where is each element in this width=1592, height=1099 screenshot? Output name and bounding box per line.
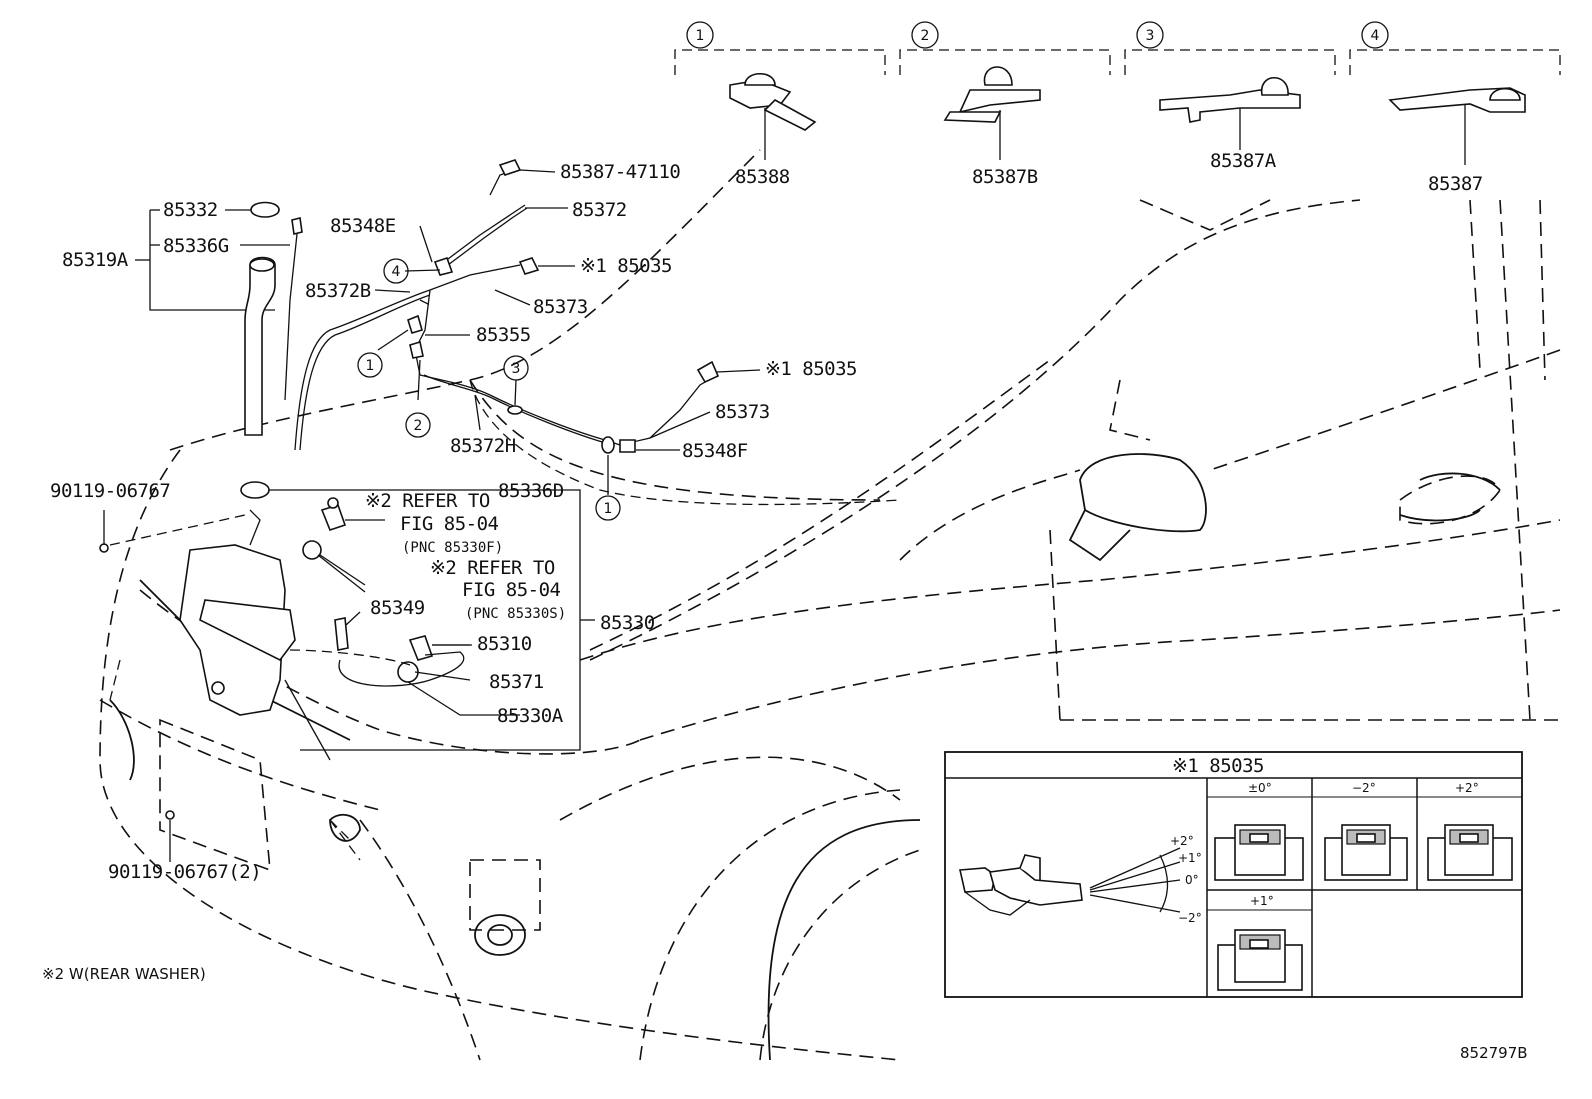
label-85310: 85310 (477, 633, 532, 655)
filler-neck-assembly (135, 201, 303, 436)
variant-1-label: 85388 (735, 166, 790, 188)
label-85336g: 85336G (163, 235, 229, 257)
label-85372h: 85372H (450, 435, 516, 457)
inset-cell-p1: +1° (1217, 894, 1303, 991)
refer-note-2-line1: ※2 REFER TO (430, 557, 555, 579)
cell-label-pm0: ±0° (1248, 781, 1272, 795)
label-85332: 85332 (163, 199, 218, 221)
variant-2-number: 2 (921, 28, 930, 44)
callouts: 85387-47110 85332 85336G 85319A 85348E 8… (42, 161, 1528, 1062)
cell-label-m2: −2° (1352, 781, 1376, 795)
variant-1: 1 85388 (686, 21, 817, 188)
inset-cell-m2: −2° (1324, 781, 1408, 881)
washer-pumps (284, 489, 595, 761)
label-85035-a: ※1 85035 (580, 255, 672, 277)
leader-lines (317, 169, 761, 646)
angle-plus2: +2° (1170, 834, 1194, 848)
inset-title: ※1 85035 (1172, 755, 1264, 777)
label-85319a: 85319A (62, 249, 129, 271)
inset-cell-p2: +2° (1427, 781, 1513, 881)
variant-3-label: 85387A (1210, 150, 1277, 172)
label-85349: 85349 (370, 597, 425, 619)
figure-id: 852797B (1460, 1044, 1528, 1062)
label-85348f: 85348F (682, 440, 748, 462)
variant-1-number: 1 (696, 28, 705, 44)
label-85373-b: 85373 (715, 401, 770, 423)
angle-zero: 0° (1185, 873, 1199, 887)
label-85372: 85372 (572, 199, 627, 221)
reservoir-tank (99, 481, 545, 862)
refer-note-2-line2: FIG 85-04 (462, 579, 561, 601)
circle-refs: 4 1 2 3 1 (357, 258, 621, 521)
label-85387-47110: 85387-47110 (560, 161, 680, 183)
side-mirror (1068, 453, 1501, 562)
refer-note-1-line1: ※2 REFER TO (365, 490, 490, 512)
label-85348e: 85348E (330, 215, 396, 237)
label-85372b: 85372B (305, 280, 371, 302)
variant-brackets (674, 49, 1561, 75)
ref-circle-3: 3 (512, 361, 521, 377)
ref-circle-2: 2 (414, 418, 423, 434)
refer-note-1-line2: FIG 85-04 (400, 513, 499, 535)
angle-plus1: +1° (1178, 851, 1202, 865)
cell-label-p1: +1° (1250, 894, 1274, 908)
nozzle-angle-inset: ※1 85035 +2° +1° 0° −2° ±0° −2° (944, 751, 1523, 998)
ref-circle-4: 4 (392, 264, 401, 280)
angle-minus2: −2° (1178, 911, 1202, 925)
label-85336d: 85336D (498, 480, 564, 502)
variant-2: 2 85387B (911, 21, 1041, 188)
label-90119-b: 90119-06767(2) (108, 861, 261, 883)
label-90119-a: 90119-06767 (50, 480, 170, 502)
ref-circle-1b: 1 (604, 501, 613, 517)
ref-circle-1a: 1 (366, 358, 375, 374)
variant-3: 3 85387A (1136, 21, 1301, 172)
label-85371: 85371 (489, 671, 544, 693)
label-85330a: 85330A (497, 705, 564, 727)
label-85330: 85330 (600, 612, 655, 634)
cell-label-p2: +2° (1455, 781, 1479, 795)
variant-4-label: 85387 (1428, 173, 1483, 195)
inset-cell-pm0: ±0° (1214, 781, 1304, 881)
refer-note-1-line3: (PNC 85330F) (402, 540, 503, 556)
label-85355: 85355 (476, 324, 531, 346)
variant-2-label: 85387B (972, 166, 1038, 188)
front-fascia (109, 579, 921, 1061)
washer-hoses (294, 159, 901, 506)
label-85373-a: 85373 (533, 296, 588, 318)
variant-4: 4 85387 (1361, 21, 1526, 195)
label-85035-b: ※1 85035 (765, 358, 857, 380)
variant-3-number: 3 (1146, 28, 1155, 44)
footnote: ※2 W(REAR WASHER) (42, 965, 206, 983)
car-outline (99, 149, 1561, 1061)
refer-note-2-line3: (PNC 85330S) (465, 606, 566, 622)
variant-4-number: 4 (1371, 28, 1380, 44)
